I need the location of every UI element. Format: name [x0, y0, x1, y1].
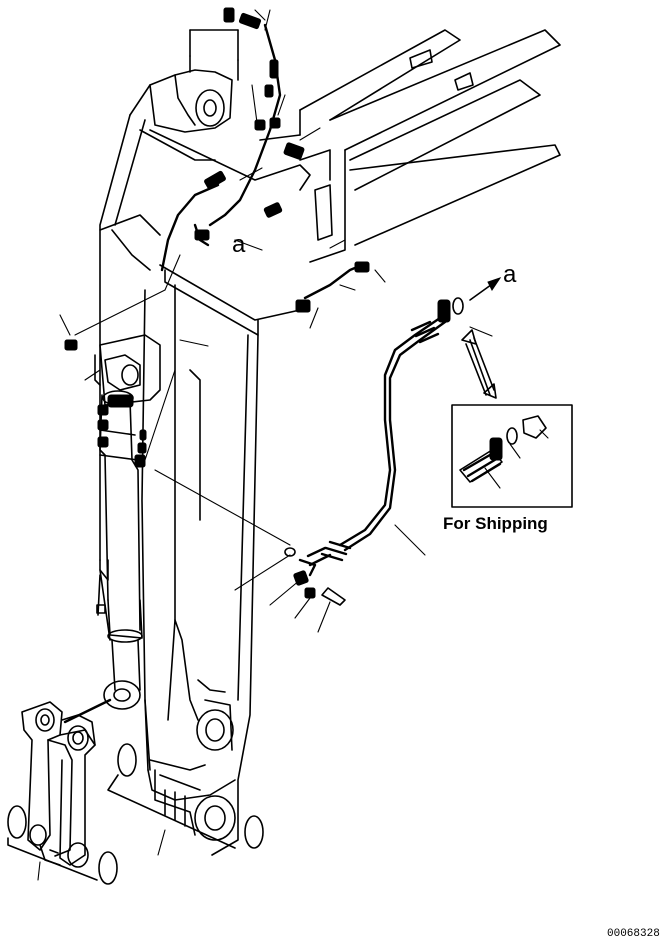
callout-arrow — [469, 277, 502, 301]
hoses-on-arm — [160, 23, 364, 300]
main-hose — [284, 297, 464, 606]
arm-body — [99, 29, 311, 856]
callout-label-a-boom: a — [232, 231, 246, 258]
bucket-cylinder — [94, 334, 161, 710]
seal-rings — [7, 743, 264, 885]
shipping-inset — [451, 404, 573, 508]
bucket-links — [21, 698, 112, 868]
leader-lines — [59, 9, 493, 633]
callout-label-a-hose: a — [503, 261, 517, 288]
boom-arms — [259, 29, 561, 263]
fittings — [64, 7, 370, 468]
shipping-double-arrow — [461, 329, 497, 399]
inset-caption: For Shipping — [443, 514, 548, 533]
drawing-code: 00068328 — [607, 928, 660, 940]
